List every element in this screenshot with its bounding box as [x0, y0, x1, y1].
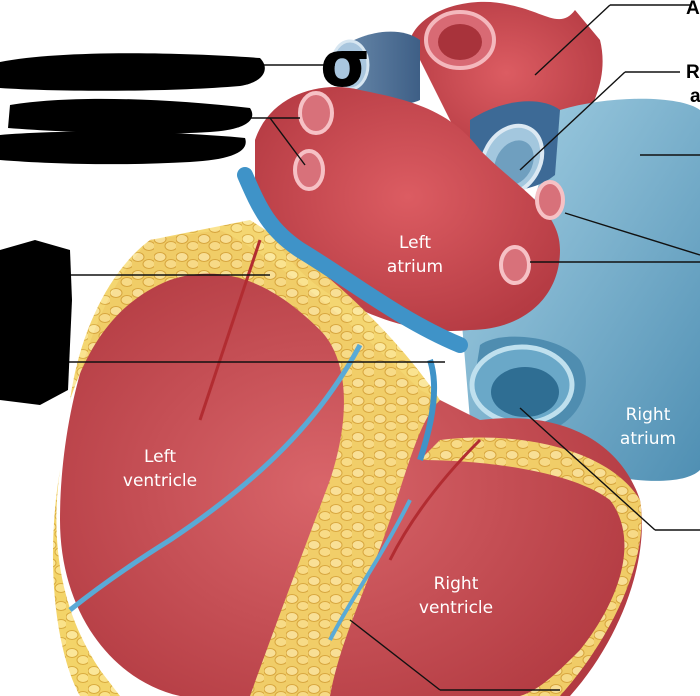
cut-label-top-2a: R	[686, 62, 700, 83]
svg-text:ventricle: ventricle	[419, 598, 493, 618]
cut-label-top-1: A	[686, 0, 700, 19]
label-right-atrium: Right atrium	[620, 405, 676, 449]
svg-text:atrium: atrium	[387, 257, 443, 277]
handwritten-sigma: σ	[320, 28, 370, 102]
svg-text:Left: Left	[399, 233, 431, 253]
redaction-scribbles	[0, 53, 265, 405]
label-left-ventricle: Left ventricle	[123, 447, 197, 491]
svg-text:Right: Right	[626, 405, 671, 425]
svg-text:ventricle: ventricle	[123, 471, 197, 491]
svg-text:Right: Right	[434, 574, 479, 594]
ventricles	[52, 167, 642, 696]
label-right-ventricle: Right ventricle	[419, 574, 493, 618]
leader-lines	[60, 4, 700, 691]
svg-text:atrium: atrium	[620, 429, 676, 449]
right-atrium-blue	[460, 98, 700, 481]
label-left-atrium: Left atrium	[387, 233, 443, 277]
svg-text:Left: Left	[144, 447, 176, 467]
cut-label-top-2b: a	[690, 86, 700, 107]
